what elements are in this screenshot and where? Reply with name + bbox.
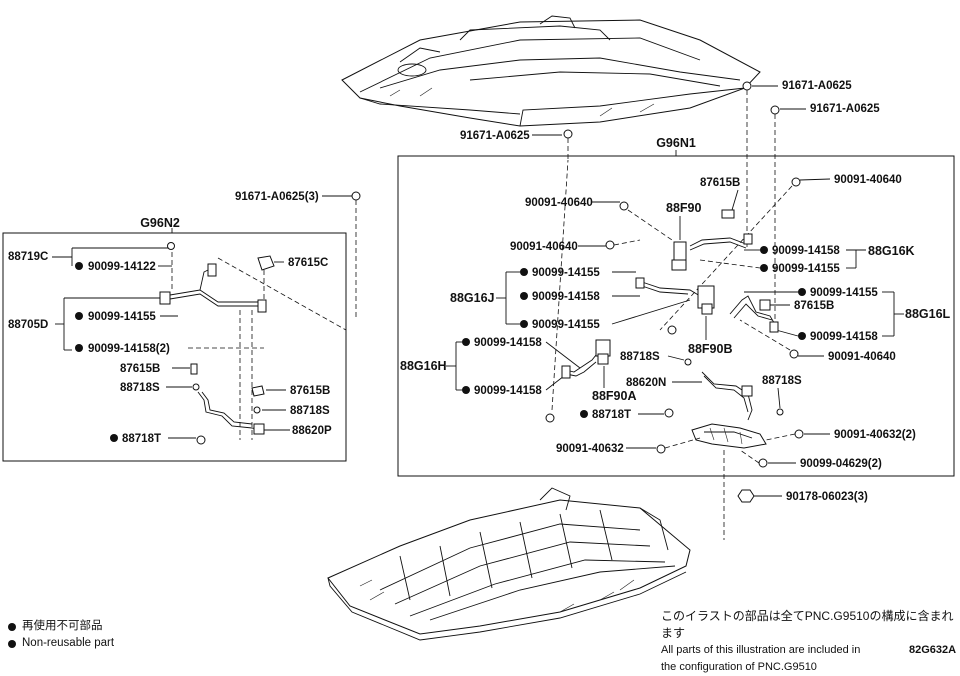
note-jp: このイラストの部品は全てPNC.G9510の構成に含まれます — [661, 609, 954, 640]
label-88719c: 88719C — [8, 251, 48, 263]
bullet-icon — [8, 622, 16, 631]
label-90099-14158-h2: 90099-14158 — [474, 385, 542, 397]
legend-jp: 再使用不可部品 — [22, 620, 103, 632]
note-en-line2: the configuration of PNC.G9510 — [661, 661, 817, 673]
label-88f90b: 88F90B — [688, 342, 732, 356]
label-90091-40640-a: 90091-40640 — [834, 174, 902, 186]
label-90091-40640-b: 90091-40640 — [525, 197, 593, 209]
label-91671-a0625-3: 91671-A0625(3) — [235, 191, 319, 203]
label-90099-14158-j: 90099-14158 — [532, 291, 600, 303]
label-90099-14158-l: 90099-14158 — [810, 331, 878, 343]
label-88718s-right2: 88718S — [762, 375, 802, 387]
box-title-g96n1: G96N1 — [656, 136, 696, 150]
reference-code: 82G632A — [909, 644, 957, 656]
label-88718t-right: 88718T — [592, 409, 631, 421]
legend-en: Non-reusable part — [22, 637, 115, 649]
label-90099-14155-j2: 90099-14155 — [532, 319, 600, 331]
label-88705d: 88705D — [8, 319, 48, 331]
label-90099-04629-2: 90099-04629(2) — [800, 458, 882, 470]
lower-fasteners: 90099-04629(2) 90178-06023(3) — [723, 449, 882, 540]
label-90091-40632: 90091-40632 — [556, 443, 624, 455]
label-88620n: 88620N — [626, 377, 666, 389]
legend-jp-row: 再使用不可部品 — [8, 618, 114, 635]
upper-cover-illustration — [341, 15, 761, 127]
label-87615b-left2: 87615B — [290, 385, 330, 397]
legend: 再使用不可部品 Non-reusable part — [8, 618, 114, 652]
bullet-icon — [8, 639, 16, 648]
label-90178-06023-3: 90178-06023(3) — [786, 491, 868, 503]
label-88620p: 88620P — [292, 425, 332, 437]
label-91671-a0625-b: 91671-A0625 — [782, 80, 852, 92]
label-90099-14158-h1: 90099-14158 — [474, 337, 542, 349]
label-87615c-left: 87615C — [288, 257, 328, 269]
label-90099-14155-k: 90099-14155 — [772, 263, 840, 275]
label-90099-14122: 90099-14122 — [88, 261, 156, 273]
label-88g16k: 88G16K — [868, 244, 915, 258]
label-88g16j: 88G16J — [450, 291, 495, 305]
label-88f90: 88F90 — [666, 201, 701, 215]
label-90091-40632-2: 90091-40632(2) — [834, 429, 916, 441]
label-90091-40640-c: 90091-40640 — [510, 241, 578, 253]
label-88718s-left2: 88718S — [290, 405, 330, 417]
label-90099-14155-j1: 90099-14155 — [532, 267, 600, 279]
label-88f90a: 88F90A — [592, 389, 636, 403]
label-90099-14158-k: 90099-14158 — [772, 245, 840, 257]
lower-tray-illustration — [327, 487, 691, 641]
legend-en-row: Non-reusable part — [8, 635, 114, 652]
label-88g16l: 88G16L — [905, 307, 951, 321]
label-91671-a0625-c: 91671-A0625 — [810, 103, 880, 115]
box-title-g96n2: G96N2 — [140, 216, 180, 230]
label-90099-14155-left: 90099-14155 — [88, 311, 156, 323]
label-91671-a0625-a: 91671-A0625 — [460, 130, 530, 142]
right-assembly-box: G96N1 91671-A0625 91671-A0625 91671-A062… — [397, 80, 955, 477]
label-90091-40640-d: 90091-40640 — [828, 351, 896, 363]
label-90099-14155-l: 90099-14155 — [810, 287, 878, 299]
label-87615b-right-top: 87615B — [700, 177, 740, 189]
note-en-line1: All parts of this illustration are inclu… — [661, 644, 861, 656]
illustration-note: このイラストの部品は全てPNC.G9510の構成に含まれます All parts… — [661, 608, 960, 676]
label-87615b-right-mid: 87615B — [794, 300, 834, 312]
label-88718s-right1: 88718S — [620, 351, 660, 363]
label-88718t-left: 88718T — [122, 433, 161, 445]
label-87615b-left1: 87615B — [120, 363, 160, 375]
left-assembly-box: G96N2 91671-A0625(3) 88719C 90099-14122 … — [2, 191, 361, 462]
label-90099-14158-2: 90099-14158(2) — [88, 343, 170, 355]
label-88718s-left1: 88718S — [120, 382, 160, 394]
label-88g16h: 88G16H — [400, 359, 447, 373]
